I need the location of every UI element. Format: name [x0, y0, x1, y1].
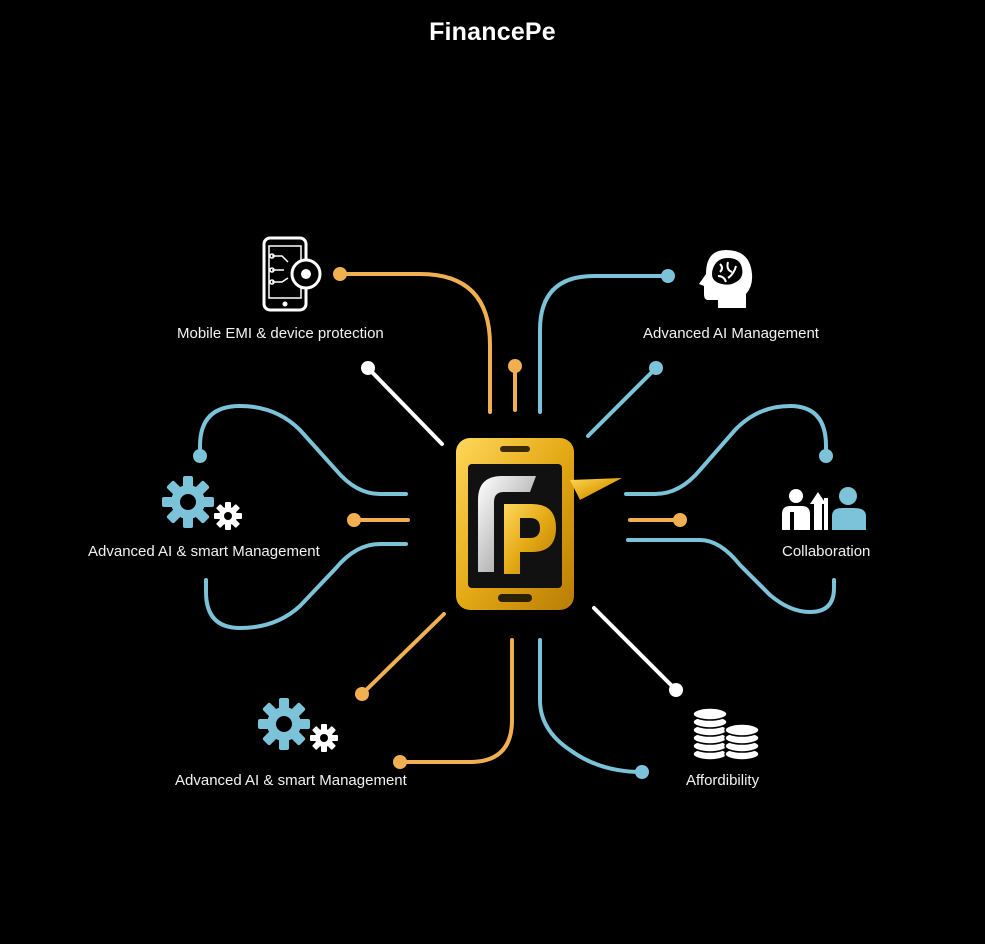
gears-icon	[162, 476, 246, 537]
financepe-logo-phone	[456, 438, 622, 610]
team-growth-icon	[780, 484, 870, 537]
connector-left-blue-2	[204, 542, 408, 631]
brand-title: FinancePe	[429, 18, 556, 46]
connector-endpoints	[193, 267, 833, 779]
mobile-circuit-icon	[262, 236, 328, 317]
feature-label-affordability: Affordibility	[686, 772, 760, 789]
connector-bottom-right-blue	[538, 638, 644, 774]
coin-stacks-icon	[690, 702, 762, 767]
feature-label-ai-smart-management-bottom: Advanced AI & smart Management	[175, 772, 407, 789]
connector-top-right-blue	[538, 274, 670, 414]
brain-head-icon	[696, 246, 756, 315]
connector-right-blue-2	[626, 538, 836, 615]
connector-top-left-white	[366, 366, 444, 446]
connector-top-right-white	[586, 366, 658, 438]
feature-label-ai-management: Advanced AI Management	[643, 325, 819, 342]
feature-label-mobile-emi: Mobile EMI & device protection	[177, 325, 384, 342]
feature-label-collaboration: Collaboration	[782, 543, 871, 560]
connector-right-blue-1	[624, 403, 828, 496]
feature-label-ai-smart-management-left: Advanced AI & smart Management	[88, 543, 320, 560]
connector-left-blue-1	[198, 403, 408, 496]
connector-bottom-left-orange	[360, 612, 446, 696]
connector-top-left-orange	[338, 272, 492, 414]
connector-bottom-center-orange	[398, 638, 514, 764]
gears-icon	[258, 698, 342, 759]
connector-bottom-right-white	[592, 606, 678, 692]
